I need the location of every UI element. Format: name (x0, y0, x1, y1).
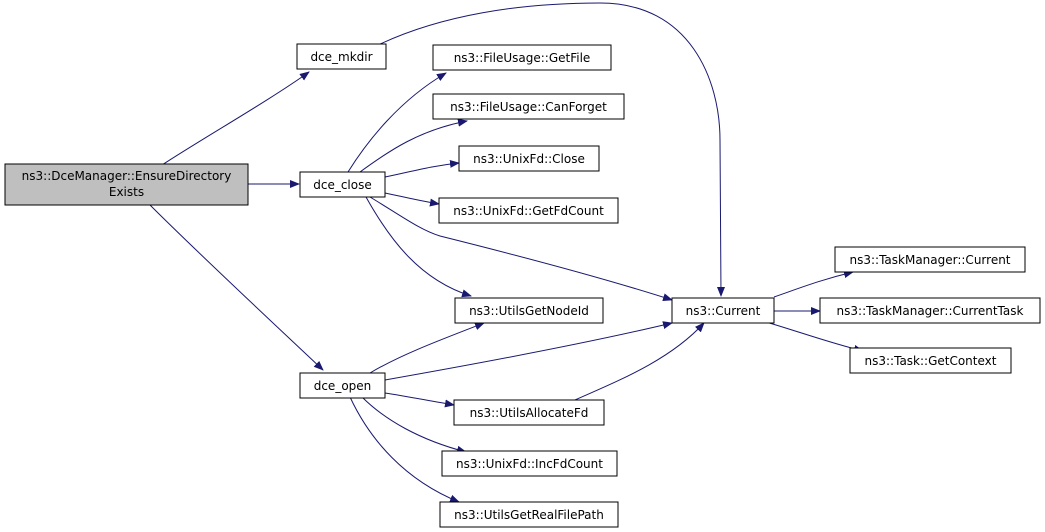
node-label: ns3::UtilsGetRealFilePath (454, 508, 604, 522)
edge-open-to-getnodeid (369, 322, 485, 374)
edge-close-to-getnodeid (365, 196, 472, 298)
node-label: ns3::Current (686, 304, 761, 318)
node-label-line-2: Exists (109, 185, 144, 199)
node-label: ns3::TaskManager::CurrentTask (837, 304, 1024, 318)
node-utils-get-node-id[interactable]: ns3::UtilsGetNodeId (454, 297, 604, 324)
edge-close-to-canforget (359, 118, 468, 173)
node-label: ns3::TaskManager::Current (849, 253, 1010, 267)
edge-mkdir-to-current (375, 2, 725, 297)
node-fileusage-getfile[interactable]: ns3::FileUsage::GetFile (432, 44, 612, 71)
node-unixfd-incfdcount[interactable]: ns3::UnixFd::IncFdCount (441, 450, 618, 477)
edge-close-to-unixclose (384, 159, 460, 178)
node-label-line-1: ns3::DceManager::EnsureDirectory (22, 169, 232, 183)
node-dce-close[interactable]: dce_close (299, 171, 386, 198)
node-dce-mkdir[interactable]: dce_mkdir (296, 43, 387, 70)
node-ns3-current[interactable]: ns3::Current (671, 297, 775, 324)
node-label: dce_mkdir (310, 50, 372, 64)
node-unixfd-close[interactable]: ns3::UnixFd::Close (458, 145, 600, 172)
edge-close-to-current (369, 196, 673, 302)
node-fileusage-canforget[interactable]: ns3::FileUsage::CanForget (432, 93, 625, 120)
node-label: dce_close (313, 178, 372, 192)
edge-current-to-tmcurrent (773, 270, 854, 298)
node-task-getcontext[interactable]: ns3::Task::GetContext (849, 347, 1012, 374)
edge-allocfd-to-current (574, 322, 705, 401)
node-taskmanager-currenttask[interactable]: ns3::TaskManager::CurrentTask (819, 297, 1041, 324)
edge-open-to-incfd (361, 396, 467, 454)
edge-open-to-allocfd (384, 392, 455, 408)
edge-close-to-getfile (347, 72, 447, 173)
node-label: ns3::UnixFd::IncFdCount (456, 457, 603, 471)
node-label: ns3::UtilsGetNodeId (469, 304, 589, 318)
edge-open-to-current (384, 321, 673, 381)
node-label: ns3::FileUsage::GetFile (454, 51, 591, 65)
node-utils-allocate-fd[interactable]: ns3::UtilsAllocateFd (453, 399, 605, 426)
node-label: ns3::UtilsAllocateFd (470, 406, 589, 420)
node-label: ns3::UnixFd::GetFdCount (453, 204, 604, 218)
node-label: dce_open (314, 379, 372, 393)
node-dce-open[interactable]: dce_open (299, 372, 386, 399)
node-ensure-directory-exists[interactable]: ns3::DceManager::EnsureDirectory Exists (4, 163, 249, 206)
node-label: ns3::Task::GetContext (865, 354, 997, 368)
edges-layer (149, 2, 864, 503)
node-label: ns3::UnixFd::Close (473, 152, 585, 166)
edge-root-to-mkdir (161, 71, 310, 166)
node-unixfd-getfdcount[interactable]: ns3::UnixFd::GetFdCount (438, 197, 619, 224)
edge-open-to-realpath (349, 396, 460, 503)
nodes-layer: ns3::DceManager::EnsureDirectory Exists … (4, 43, 1041, 528)
node-label: ns3::FileUsage::CanForget (450, 100, 607, 114)
node-taskmanager-current[interactable]: ns3::TaskManager::Current (834, 246, 1026, 273)
node-utils-get-real-file-path[interactable]: ns3::UtilsGetRealFilePath (439, 501, 619, 528)
edge-root-to-open (149, 204, 324, 371)
edge-current-to-getcontext (765, 321, 864, 353)
edge-close-to-getfdcount (384, 192, 440, 207)
